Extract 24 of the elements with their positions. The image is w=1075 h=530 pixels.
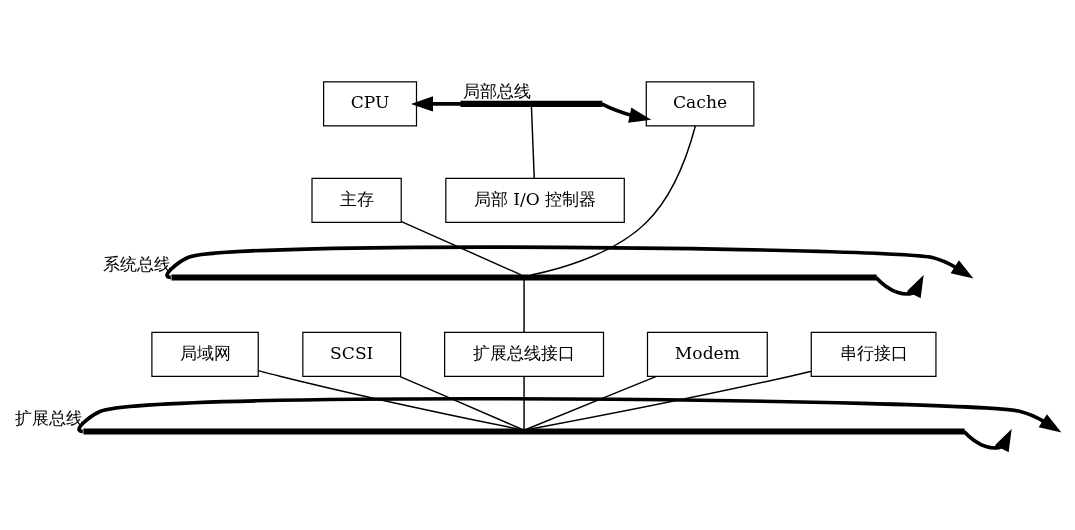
connector: [526, 375, 657, 430]
node-box: Modem: [646, 331, 768, 378]
connector: [530, 125, 697, 276]
connector: [530, 105, 535, 180]
connector: [257, 369, 519, 430]
arrow: [600, 102, 652, 123]
node-box: SCSI: [302, 331, 402, 378]
connector: [400, 220, 522, 276]
node-box: 局域网: [151, 331, 259, 378]
connector: [399, 375, 522, 430]
connector: [523, 376, 525, 430]
arrow: [410, 96, 462, 112]
node-label: 局部总线: [462, 80, 531, 101]
node-bar: [83, 428, 965, 435]
node-box: 局部 I/O 控制器: [445, 177, 625, 224]
connector: [523, 279, 525, 333]
node-bar: [171, 274, 877, 281]
node-box: Cache: [645, 81, 755, 127]
node-box: CPU: [323, 81, 418, 127]
connector: [529, 370, 812, 430]
node-bar: [460, 100, 603, 107]
node-box: 串行接口: [810, 331, 937, 378]
node-box: 扩展总线接口: [444, 331, 605, 378]
node-box: 主存: [311, 177, 402, 224]
